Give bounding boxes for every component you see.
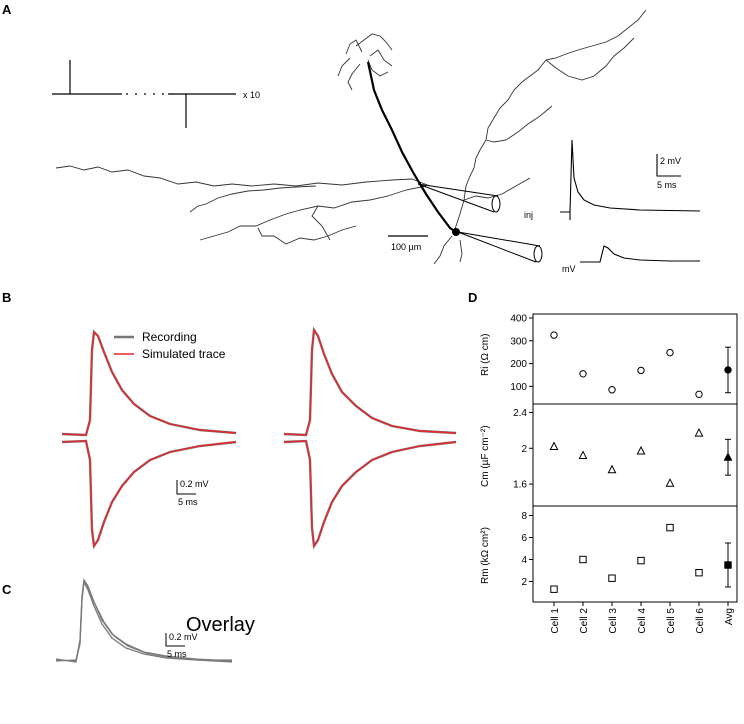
electrode-inj-label: inj (524, 210, 533, 220)
d-point (724, 561, 732, 569)
panel-a-scale-mv: 2 mV (660, 156, 681, 166)
d-point (695, 569, 703, 577)
d-point (637, 366, 645, 375)
d-point (549, 441, 559, 450)
panel-a-scale-ms: 5 ms (657, 180, 677, 190)
legend-recording: Recording (142, 330, 197, 344)
electrode-mv-label: mV (562, 264, 576, 274)
d-ytick-label: 400 (510, 314, 527, 325)
overlay-title: Overlay (186, 614, 255, 636)
overlay-traces (55, 578, 233, 663)
panel-a-scale-bar (656, 154, 681, 177)
panel-c-label: C (2, 582, 12, 597)
panel-b-legend: Recording Simulated trace (114, 330, 226, 361)
d-ytick-label: 8 (521, 511, 527, 522)
panel-c-scale-ms: 5 ms (167, 649, 187, 659)
panel-b-scale-mv: 0.2 mV (180, 479, 209, 489)
d-frame-cm (532, 403, 738, 507)
stimulus-protocol (52, 60, 236, 128)
panel-b-traces-right (283, 326, 457, 550)
d-point (636, 445, 646, 455)
d-point (666, 523, 674, 532)
d-xtick-label: Cell 2 (579, 608, 590, 634)
d-frame-ri (532, 313, 738, 405)
d-point (637, 556, 645, 565)
panel-b-scale-ms: 5 ms (178, 497, 198, 507)
panel-b-scale-bar (176, 480, 196, 495)
d-point (608, 574, 616, 582)
panel-c-scale-bar (165, 633, 185, 647)
d-point (723, 452, 733, 461)
d-ytick-label: 2.4 (513, 408, 527, 419)
d-xtick-label: Cell 1 (550, 608, 561, 634)
d-point (724, 366, 732, 374)
d-xtick-label: Cell 4 (637, 608, 648, 634)
d-ytick-label: 100 (510, 382, 527, 393)
panel-a-label: A (2, 2, 12, 17)
panel-b-label: B (2, 290, 11, 305)
legend-simulated: Simulated trace (142, 347, 226, 361)
d-point (579, 555, 587, 564)
d-point (665, 478, 675, 487)
panel-b-traces-left (61, 329, 237, 550)
d-ytick-label: 2 (521, 444, 527, 455)
d-point (550, 585, 558, 593)
d-point (666, 348, 674, 357)
panel-a-traces (560, 139, 701, 263)
repeat-label: x 10 (243, 90, 260, 100)
soma (452, 228, 460, 236)
electrodes (417, 183, 543, 263)
d-ytick-label: 4 (521, 555, 527, 566)
d-ytick-label: 300 (510, 336, 527, 347)
d-ylabel-rm: Rm (kΩ cm²) (480, 527, 491, 584)
panel-d-label: D (468, 290, 477, 305)
d-ytick-label: 6 (521, 533, 527, 544)
morph-scale-label: 100 µm (391, 242, 421, 252)
d-ytick-label: 200 (510, 359, 527, 370)
panel-d-charts: Ri (Ω cm) Cm (µF cm⁻²) Rm (kΩ cm²) 100 20… (480, 313, 738, 634)
d-ylabel-cm: Cm (µF cm⁻²) (480, 425, 491, 487)
apical-trunk (366, 61, 457, 233)
d-point (694, 427, 704, 437)
d-xtick-label: Cell 5 (666, 608, 677, 634)
d-point (695, 390, 703, 399)
d-point (578, 450, 588, 459)
d-xtick-label: Cell 6 (695, 608, 706, 634)
d-ytick-label: 2 (521, 577, 527, 588)
d-ytick-label: 1.6 (513, 480, 527, 491)
d-point (550, 331, 558, 339)
panel-c-scale-mv: 0.2 mV (169, 632, 198, 642)
d-point (607, 464, 617, 474)
d-ylabel-ri: Ri (Ω cm) (480, 334, 491, 376)
d-point (608, 386, 616, 394)
d-point (579, 370, 587, 378)
neuron-morphology (55, 9, 647, 265)
d-xtick-label: Avg (724, 608, 735, 625)
d-xtick-label: Cell 3 (608, 608, 619, 634)
d-frame-rm (532, 505, 738, 603)
